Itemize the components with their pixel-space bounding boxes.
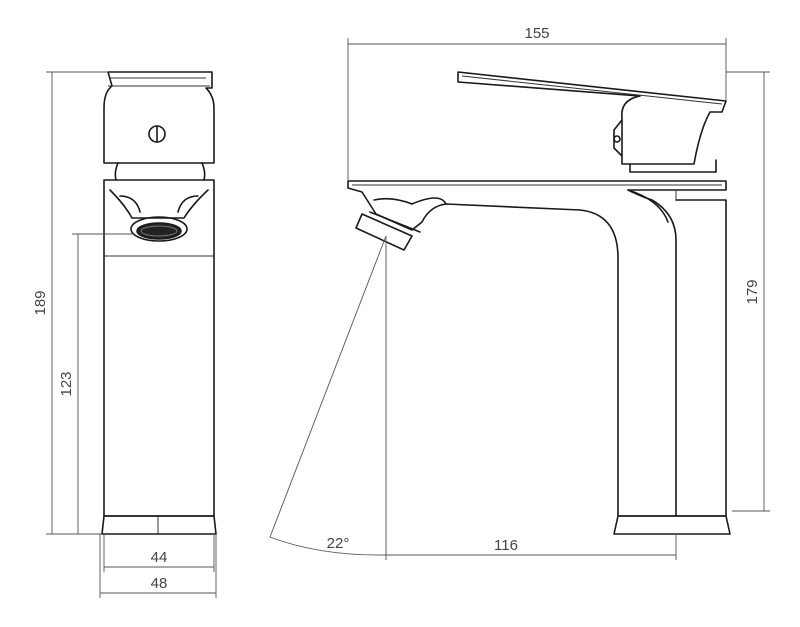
aerator-icon	[130, 216, 188, 242]
dim-123-label: 123	[58, 371, 75, 396]
front-view	[101, 71, 217, 535]
dim-22-angle-label: 22°	[327, 535, 350, 552]
dim-44-label: 44	[151, 549, 168, 566]
dimension-lines	[46, 38, 770, 598]
dim-189-label: 189	[32, 290, 49, 315]
dim-116-label: 116	[494, 537, 518, 554]
dim-155-label: 155	[524, 25, 549, 42]
front-base	[101, 515, 217, 535]
side-spout-top	[347, 180, 727, 517]
side-base	[613, 515, 731, 535]
side-lever-handle	[457, 71, 727, 165]
dim-179-label: 179	[744, 279, 761, 304]
dim-48-label: 48	[151, 575, 168, 592]
side-aerator-icon	[355, 197, 447, 251]
front-handle	[103, 71, 215, 164]
handle-screw-icon	[148, 125, 166, 143]
side-view	[347, 71, 731, 535]
